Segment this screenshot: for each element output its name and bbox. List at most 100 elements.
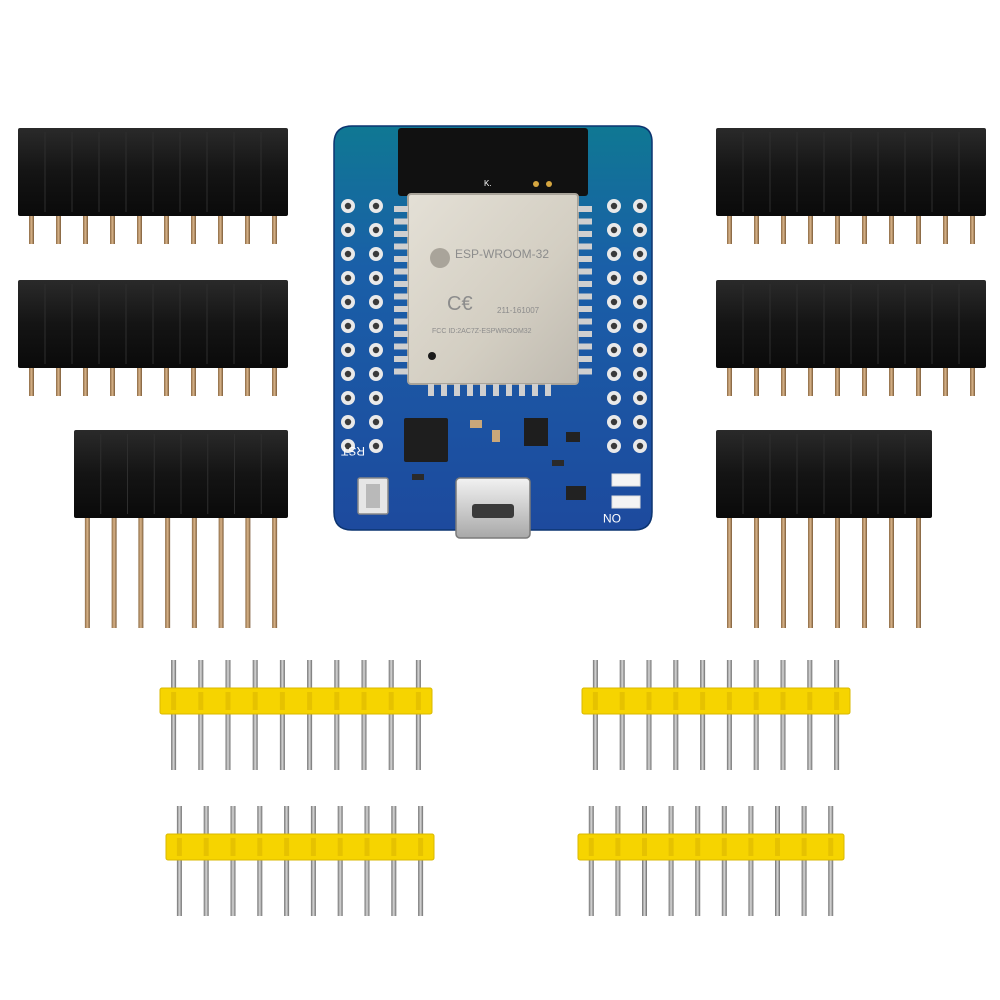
header-pin — [801, 838, 807, 856]
header-pin — [191, 366, 196, 396]
through-hole-center — [344, 442, 352, 450]
header-pin — [307, 692, 313, 710]
module-pad — [394, 231, 408, 237]
through-hole-center — [372, 202, 380, 210]
header-pin — [721, 806, 727, 916]
module-pad — [394, 306, 408, 312]
header-pin — [726, 660, 732, 770]
ce-mark-icon: C€ — [447, 293, 473, 315]
header-pin — [700, 692, 706, 710]
header-pin — [592, 692, 598, 710]
module-pad — [441, 384, 447, 396]
reset-button-cap — [366, 484, 380, 508]
header-pin — [801, 806, 807, 916]
capacitor — [492, 430, 500, 442]
module-pad — [394, 281, 408, 287]
header-pin — [284, 806, 290, 916]
module-pads — [394, 206, 592, 396]
through-hole-center — [344, 370, 352, 378]
module-pad — [394, 343, 408, 350]
through-hole-center — [610, 394, 618, 402]
through-hole-center — [636, 346, 644, 354]
through-hole-center — [372, 226, 380, 234]
header-pin — [673, 660, 679, 770]
antenna-pad — [546, 181, 552, 187]
through-hole-center — [344, 322, 352, 330]
female-headers-right — [716, 128, 986, 628]
header-pin — [808, 516, 813, 628]
module-pad — [394, 268, 408, 275]
through-hole-center — [610, 370, 618, 378]
through-hole-center — [610, 250, 618, 258]
header-pin — [171, 692, 177, 710]
header-pin — [225, 692, 231, 710]
header-pin — [230, 806, 236, 916]
led — [611, 473, 641, 487]
through-hole-center — [636, 418, 644, 426]
module-pad — [519, 384, 525, 396]
header-pin — [808, 214, 813, 244]
header-pin — [615, 806, 621, 916]
module-pad — [532, 384, 538, 396]
male-header — [165, 806, 435, 916]
header-pin — [191, 214, 196, 244]
module-pad — [394, 293, 408, 300]
header-pin — [781, 214, 786, 244]
header-pin — [137, 214, 142, 244]
power-label: ON — [603, 511, 621, 525]
header-pin — [171, 660, 177, 770]
through-hole-center — [372, 442, 380, 450]
through-hole-center — [636, 298, 644, 306]
module-pad — [578, 281, 592, 287]
header-pin — [272, 516, 278, 628]
through-hole-center — [344, 202, 352, 210]
header-pin — [110, 214, 115, 244]
through-hole-center — [372, 394, 380, 402]
through-hole-center — [344, 394, 352, 402]
header-pin — [646, 660, 652, 770]
wifi-logo-icon — [430, 248, 450, 268]
header-pin — [862, 366, 867, 396]
board-through-holes — [341, 199, 647, 453]
module-pad — [480, 384, 486, 396]
through-hole-center — [610, 274, 618, 282]
through-hole-center — [636, 250, 644, 258]
through-hole-center — [344, 250, 352, 258]
header-pin — [754, 516, 759, 628]
header-pin — [165, 516, 171, 628]
header-pin — [279, 660, 285, 770]
header-pin — [642, 806, 647, 916]
header-pin — [970, 214, 975, 244]
header-pin — [29, 366, 34, 396]
module-antenna — [398, 128, 588, 196]
module-pad — [394, 256, 408, 262]
header-pin — [245, 214, 250, 244]
header-pin — [828, 838, 834, 856]
through-hole-center — [636, 226, 644, 234]
header-pin — [673, 692, 679, 710]
header-pin — [835, 366, 840, 396]
header-pin — [279, 692, 285, 710]
through-hole-center — [636, 202, 644, 210]
header-pin — [753, 660, 759, 770]
header-pin — [807, 692, 813, 710]
through-hole-center — [636, 322, 644, 330]
header-pin — [198, 692, 204, 710]
header-pin — [916, 214, 921, 244]
female-header — [716, 280, 986, 396]
header-pin — [83, 366, 88, 396]
module-pad — [394, 368, 408, 375]
header-pin — [337, 838, 343, 856]
header-pin — [191, 516, 197, 628]
module-pad — [394, 243, 408, 250]
module-pad — [578, 231, 592, 237]
male-header — [577, 806, 845, 916]
header-pin — [781, 516, 786, 628]
header-pin — [110, 366, 115, 396]
through-hole-center — [636, 370, 644, 378]
antenna-pad — [533, 181, 539, 187]
led — [611, 495, 641, 509]
header-pin — [225, 660, 231, 770]
header-pin — [889, 516, 894, 628]
